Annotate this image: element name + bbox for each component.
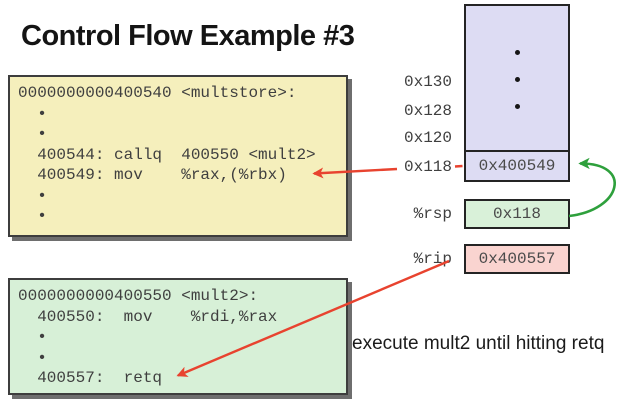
ellipsis-dot bbox=[514, 50, 520, 55]
code-line: • bbox=[18, 207, 47, 225]
code-line: • bbox=[18, 186, 47, 205]
mult2-code-box: 0000000000400550 <mult2>: 400550: mov %r… bbox=[8, 278, 348, 395]
code-line: 400549: mov %rax,(%rbx) bbox=[18, 166, 287, 184]
green-arrow-rsp-to-stack bbox=[568, 157, 616, 218]
red-arrow-label-dash bbox=[454, 164, 463, 168]
code-line: 400544: callq 400550 <mult2> bbox=[18, 145, 316, 164]
rsp-register-label: %rsp bbox=[413, 205, 452, 223]
code-line: 0000000000400540 <multstore>: bbox=[18, 84, 297, 102]
code-line: 400550: mov %rdi,%rax bbox=[18, 307, 278, 326]
code-line: • bbox=[18, 348, 47, 367]
rip-register-value: 0x400557 bbox=[464, 244, 570, 274]
stack-diagram bbox=[464, 4, 570, 152]
stack-address-label: 0x128 bbox=[403, 102, 452, 120]
stack-frame-cell: 0x400549 bbox=[464, 150, 570, 182]
code-line: • bbox=[18, 328, 47, 346]
code-line: 400557: retq bbox=[18, 369, 163, 387]
caption-text: execute mult2 until hitting retq bbox=[352, 333, 605, 354]
code-line: 0000000000400550 <mult2>: bbox=[18, 287, 259, 305]
multstore-code-box: 0000000000400540 <multstore>: • • 400544… bbox=[8, 75, 348, 237]
rip-register-label: %rip bbox=[413, 250, 452, 268]
rsp-register-value: 0x118 bbox=[464, 199, 570, 229]
ellipsis-dot bbox=[514, 77, 520, 82]
page-title: Control Flow Example #3 bbox=[21, 20, 355, 52]
stack-address-label: 0x118 bbox=[403, 158, 452, 176]
stack-address-label: 0x130 bbox=[403, 73, 452, 91]
code-line: • bbox=[18, 104, 47, 123]
stack-address-label: 0x120 bbox=[403, 129, 452, 147]
code-line: • bbox=[18, 125, 47, 143]
ellipsis-dot bbox=[514, 104, 520, 109]
ellipsis-dots bbox=[514, 50, 520, 109]
